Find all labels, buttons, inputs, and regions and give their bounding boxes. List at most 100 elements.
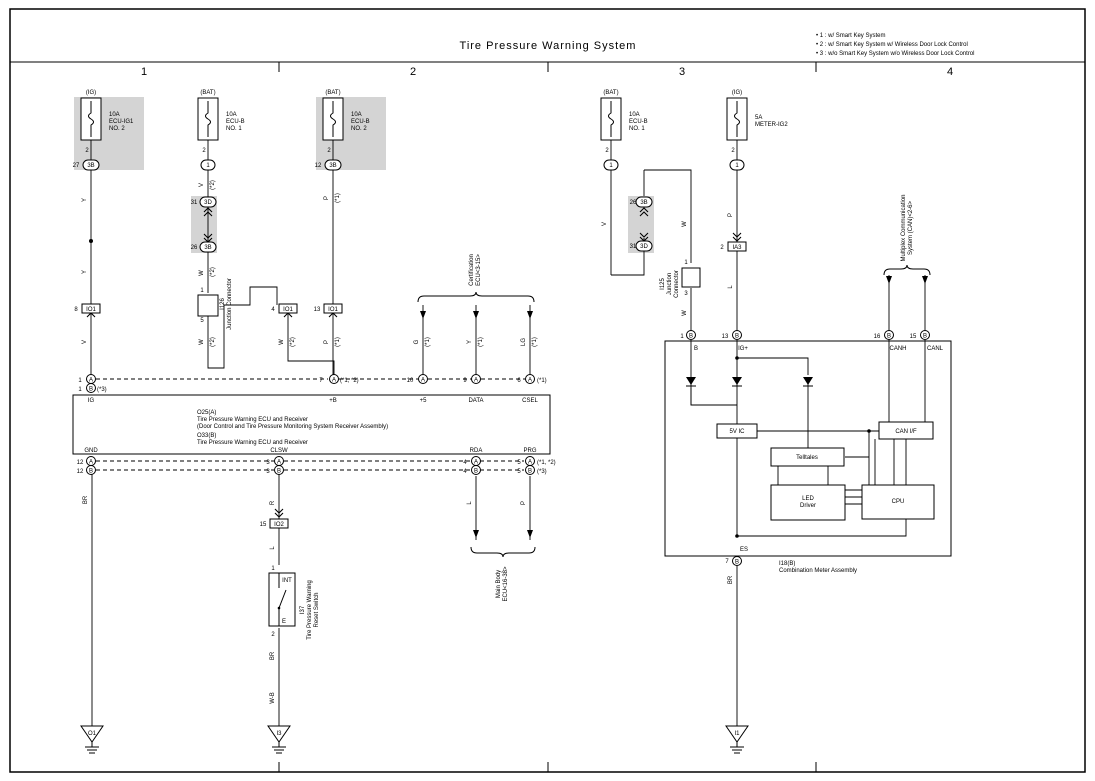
ecu-pin-rda: RDA [470,448,483,454]
connector-1: 1 [729,159,745,171]
svg-text:5: 5 [200,318,204,324]
fuse-meter-ig2: (IG) 5A METER-IG2 [726,90,788,141]
svg-text:IO1: IO1 [283,307,293,313]
svg-text:O1: O1 [88,731,97,737]
svg-text:2: 2 [731,148,735,154]
connector-io1: IO1 [323,303,343,314]
variant-notes: • 1 : w/ Smart Key System • 2 : w/ Smart… [816,33,974,57]
connector-3b: 3B [324,159,342,171]
variant-tags: (*2) (*2) (*2) (*2) (*1) (*1) (*1) (*1) … [210,180,538,347]
svg-text:12: 12 [315,163,322,169]
ecu-pin-clsw: CLSW [270,448,288,454]
svg-text:Junction Connector: Junction Connector [227,278,233,330]
svg-text:LED: LED [802,496,814,502]
svg-text:IA3: IA3 [732,245,742,251]
svg-text:1: 1 [609,163,613,169]
svg-text:IO2: IO2 [274,522,284,528]
fuse-rating: 10A [351,112,362,118]
svg-text:(*3): (*3) [537,469,547,475]
svg-text:B: B [735,560,739,566]
fuse-name: NO. 1 [629,126,645,132]
fuse-ecu-b-no1-col3: (BAT) 10A ECU-B NO. 1 [600,90,648,141]
cpu [861,484,935,520]
svg-text:26: 26 [191,245,198,251]
note-3: • 3 : w/o Smart Key System w/o Wireless … [816,51,974,57]
svg-text:L: L [467,501,473,505]
svg-text:(*1, *2): (*1, *2) [537,460,556,466]
svg-text:ES: ES [740,547,748,553]
combination-meter: B IG+ CANH CANL ES [664,340,952,574]
connector-io1: IO1 [278,303,298,314]
ecu-terminals: A B A A A A A B A B A B A B B B B B B [86,330,930,566]
svg-text:CAN I/F: CAN I/F [895,429,917,435]
connector-io1: IO1 [81,303,101,314]
svg-text:W-B: W-B [270,692,276,704]
svg-text:B: B [735,334,739,340]
ecu-pin-prg: PRG [523,448,536,454]
telltales [770,447,845,467]
ground-icon [80,725,104,743]
svg-text:6: 6 [517,378,521,384]
svg-text:(*1): (*1) [425,337,431,347]
svg-text:12: 12 [77,460,84,466]
svg-text:4: 4 [463,460,467,466]
svg-text:1: 1 [735,163,739,169]
fuse-name: NO. 2 [109,126,125,132]
frame [9,8,1086,773]
svg-text:1: 1 [271,566,275,572]
fuse-source: (IG) [732,90,742,96]
pin-numbers: 2 27 2 2 12 31 26 1 5 8 4 13 1 1 7 10 9 … [73,148,917,638]
svg-text:B: B [528,469,532,475]
svg-text:15: 15 [910,334,917,340]
svg-text:(*1): (*1) [335,337,341,347]
svg-text:B: B [89,387,93,393]
round-connectors: 3B 1 3B 3D 3B 1 1 3B 3D [82,159,745,253]
svg-text:V: V [82,340,88,344]
fuse-rating: 10A [226,112,237,118]
fuse-rating: 10A [629,112,640,118]
fuse-source: (BAT) [200,90,215,96]
svg-text:BR: BR [728,575,734,584]
svg-text:I125: I125 [660,278,666,290]
fuse-source: (IG) [86,90,96,96]
svg-text:3: 3 [266,460,270,466]
svg-text:IO1: IO1 [86,307,96,313]
wires [90,140,926,726]
svg-text:P: P [728,213,734,217]
svg-text:3B: 3B [329,163,336,169]
svg-text:A: A [332,378,336,384]
svg-text:13: 13 [314,307,321,313]
meter-name: Combination Meter Assembly [779,568,857,574]
junction-connector-i125 [681,267,701,288]
svg-text:A: A [89,460,93,466]
svg-text:(*2): (*2) [210,180,216,190]
svg-text:L: L [270,546,276,550]
svg-text:5: 5 [517,460,521,466]
svg-text:31: 31 [191,200,198,206]
svg-text:3: 3 [266,469,270,475]
svg-text:B: B [89,469,93,475]
ecu-label-3: (Door Control and Tire Pressure Monitori… [197,424,388,430]
fuse-name: ECU-B [351,119,370,125]
svg-text:1: 1 [78,378,82,384]
fuse-name: NO. 2 [351,126,367,132]
svg-text:CPU: CPU [892,499,905,505]
svg-text:P: P [521,501,527,505]
ecu-label-1: O25(A) [197,410,216,416]
svg-text:W: W [199,270,205,276]
main-body-ecu: ECU<16-38> [503,566,509,602]
svg-text:2: 2 [271,632,275,638]
ground-icon [267,725,291,743]
regulator-5v-ic [716,423,758,439]
svg-text:1: 1 [206,163,210,169]
fuse-name: ECU-B [226,119,245,125]
svg-text:Y: Y [82,270,88,274]
ecu-pin-gnd: GND [84,448,98,454]
fuse-rating: 5A [755,115,762,121]
connector-3b: 3B [199,241,217,253]
svg-text:3: 3 [684,291,688,297]
svg-text:4: 4 [271,307,275,313]
svg-text:31: 31 [630,244,637,250]
ecu-pin-5: +5 [420,398,428,404]
